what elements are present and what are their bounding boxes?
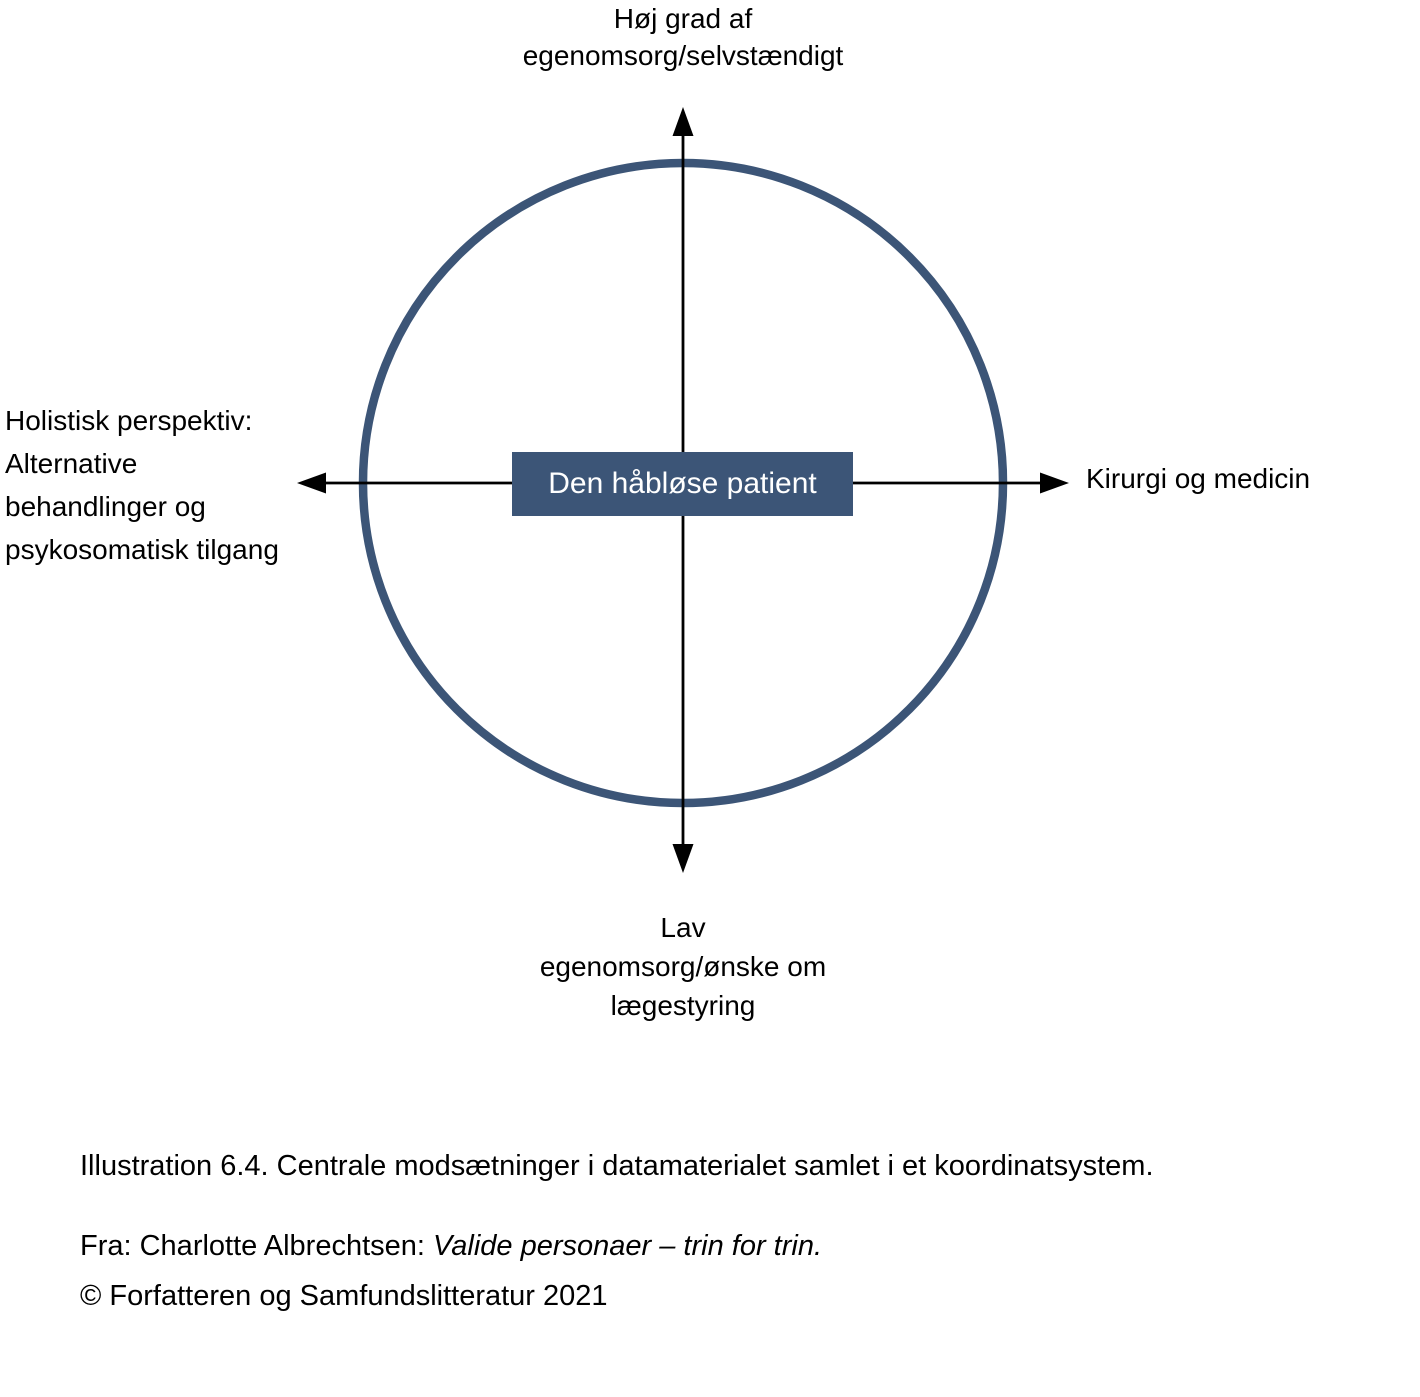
source-line: Fra: Charlotte Albrechtsen: Valide perso… bbox=[80, 1230, 822, 1263]
axis-label-right: Kirurgi og medicin bbox=[1086, 462, 1310, 496]
arrow-down-icon bbox=[672, 844, 694, 873]
axis-label-bottom-line-2: egenomsorg/ønske om bbox=[539, 951, 827, 982]
arrow-left-icon bbox=[297, 472, 326, 494]
axis-label-top-line-2: egenomsorg/selvstændigt bbox=[522, 40, 844, 71]
axis-label-top: Høj grad af egenomsorg/selvstændigt bbox=[383, 0, 983, 74]
source-prefix: Fra: Charlotte Albrechtsen: bbox=[80, 1230, 433, 1262]
arrow-right-icon bbox=[1040, 472, 1069, 494]
axis-label-right-line-1: Kirurgi og medicin bbox=[1086, 463, 1311, 494]
center-box: Den håbløse patient bbox=[512, 452, 853, 516]
axis-label-left-line-3: behandlinger og bbox=[5, 491, 206, 522]
axis-label-left-line-2: Alternative bbox=[5, 448, 138, 479]
arrow-up-icon bbox=[672, 107, 694, 136]
axis-label-bottom-line-1: Lav bbox=[660, 912, 706, 943]
axis-label-top-line-1: Høj grad af bbox=[613, 3, 753, 34]
axis-label-left-line-4: psykosomatisk tilgang bbox=[5, 534, 279, 565]
figure-caption: Illustration 6.4. Centrale modsætninger … bbox=[80, 1150, 1154, 1182]
axis-label-bottom: Lav egenomsorg/ønske om lægestyring bbox=[383, 908, 983, 1025]
axis-label-left: Holistisk perspektiv: Alternative behand… bbox=[5, 399, 345, 571]
copyright-line: © Forfatteren og Samfundslitteratur 2021 bbox=[80, 1280, 608, 1312]
center-box-label: Den håbløse patient bbox=[548, 467, 817, 500]
axis-label-bottom-line-3: lægestyring bbox=[610, 990, 756, 1021]
source-title: Valide personaer – trin for trin. bbox=[433, 1230, 823, 1262]
axis-label-left-line-1: Holistisk perspektiv: bbox=[5, 405, 253, 436]
